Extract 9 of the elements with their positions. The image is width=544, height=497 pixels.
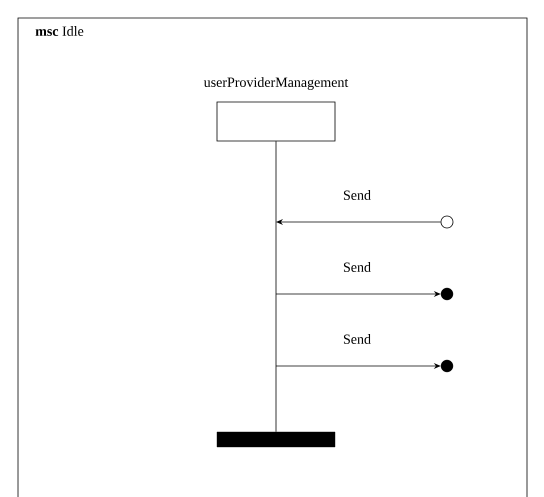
filled-circle <box>440 288 454 300</box>
filled-circle <box>440 360 454 372</box>
instance-name: userProviderManagement <box>204 77 348 90</box>
open-circle <box>440 216 454 228</box>
frame-title: msc Idle <box>36 26 84 36</box>
end-bar <box>216 432 336 448</box>
message-label: Send <box>344 262 371 272</box>
message-label: Send <box>344 334 371 344</box>
message-label: Send <box>344 190 371 200</box>
